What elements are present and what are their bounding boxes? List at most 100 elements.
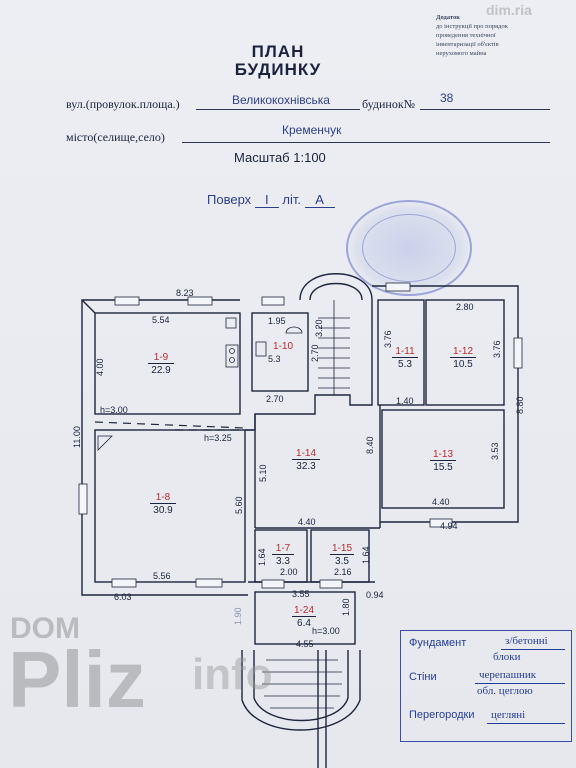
room-area: 5.3	[392, 357, 418, 370]
room-area: 30.9	[150, 503, 176, 516]
room-area: 32.3	[292, 459, 320, 472]
foundation-value-1: з/бетонні	[505, 635, 548, 647]
partitions-label: Перегородки	[409, 709, 475, 721]
room-area: 6.4	[292, 616, 316, 629]
dim-5-54: 5.54	[152, 315, 170, 325]
dim-4-40-b: 4.40	[432, 497, 450, 507]
window	[429, 518, 453, 528]
watermark-pliz: Pliz	[8, 635, 146, 724]
dim-6-03: 6.03	[114, 592, 132, 602]
height-label-2: h=3.25	[204, 433, 232, 443]
official-stamp	[346, 200, 472, 296]
title-line-2: БУДИНКУ	[234, 60, 322, 79]
stove-burner	[229, 348, 235, 354]
dim-2-70-b: 2.70	[266, 394, 284, 404]
room-area: 10.5	[450, 357, 476, 370]
street-underline	[196, 109, 360, 110]
house-underline	[420, 109, 550, 110]
stove-fixture	[225, 344, 239, 368]
header-note-1: Додаток	[436, 14, 461, 21]
room-area: 3.5	[330, 554, 354, 567]
dim-1-95: 1.95	[268, 316, 286, 326]
watermark-dom: DOM	[10, 612, 80, 645]
dashed-partition-1	[94, 421, 246, 429]
room-id: 1-9	[153, 352, 169, 363]
foundation-value-2: блоки	[493, 651, 521, 663]
street-value: Великокохнівська	[232, 93, 330, 107]
dim-4-94: 4.94	[440, 521, 458, 531]
dim-0-94: 0.94	[366, 590, 384, 600]
window	[114, 296, 140, 306]
height-label-3: h=3.00	[312, 626, 340, 636]
window	[513, 337, 523, 369]
room-id: 1-12	[452, 346, 473, 357]
dim-11-00: 11.00	[72, 426, 82, 448]
lit-value: А	[304, 192, 335, 208]
dim-3-20: 3.20	[314, 319, 324, 337]
room-11-wall	[377, 299, 425, 406]
partitions-value: цегляні	[491, 709, 526, 721]
porch-arc-inner	[253, 650, 349, 722]
room-area: 22.9	[148, 363, 174, 376]
room-id: 1-14	[295, 448, 316, 459]
dim-8-40: 8.40	[365, 436, 375, 454]
floor-label: Поверх	[207, 192, 252, 207]
dim-4-55: 4.55	[296, 639, 314, 649]
watermark-info: info	[192, 650, 273, 699]
room-label-1-10: 1-10	[270, 341, 296, 352]
shower-fixture	[285, 326, 303, 334]
room-area: 15.5	[430, 460, 456, 473]
stove-burner	[229, 357, 235, 363]
room-id: 1-15	[331, 543, 352, 554]
dim-4-40-a: 4.40	[298, 517, 316, 527]
dim-3-76-b: 3.76	[492, 340, 502, 358]
street-label: вул.(провулок.площа.)	[66, 97, 180, 111]
scale-label: Масштаб	[234, 150, 290, 165]
room-10-wall	[251, 312, 309, 392]
height-label-1: h=3.00	[100, 405, 128, 415]
city-value: Кременчук	[282, 123, 342, 137]
dim-2-80: 2.80	[456, 302, 474, 312]
room-area: 3.3	[272, 554, 294, 567]
dim-5-3: 5.3	[268, 354, 281, 364]
title-line-1: ПЛАН	[251, 42, 305, 61]
legend-line	[475, 683, 565, 684]
walls-value-2: обл. цеглою	[477, 685, 533, 697]
stair-tower-arc	[299, 273, 373, 301]
dim-4-00: 4.00	[95, 358, 105, 376]
room-id: 1-11	[395, 346, 415, 357]
room-id: 1-13	[432, 449, 453, 460]
stove-corner	[97, 435, 113, 451]
dim-2-00: 2.00	[280, 567, 298, 577]
room-id: 1-8	[155, 492, 171, 503]
header-note-3: проведення технічної	[436, 32, 496, 39]
dim-2-70-a: 2.70	[310, 344, 320, 362]
scale-text: Масштаб 1:100	[234, 150, 326, 165]
dim-5-10: 5.10	[258, 464, 268, 482]
room-12-wall	[425, 299, 505, 406]
room-9-wall	[94, 312, 241, 415]
room-8-wall	[94, 429, 246, 583]
dim-1-64-a: 1.64	[257, 548, 267, 566]
walls-value-1: черепашник	[479, 669, 537, 681]
scale-value: 1:100	[293, 150, 326, 165]
room-id: 1-7	[275, 543, 291, 554]
dim-1-80: 1.80	[341, 598, 351, 616]
dim-1-40: 1.40	[396, 396, 414, 406]
porch-arc	[241, 650, 361, 731]
window	[111, 578, 137, 588]
window	[261, 579, 285, 589]
room-24-wall	[254, 591, 356, 645]
toilet-fixture	[255, 341, 267, 357]
window	[385, 282, 411, 292]
dim-8-23: 8.23	[176, 288, 194, 298]
